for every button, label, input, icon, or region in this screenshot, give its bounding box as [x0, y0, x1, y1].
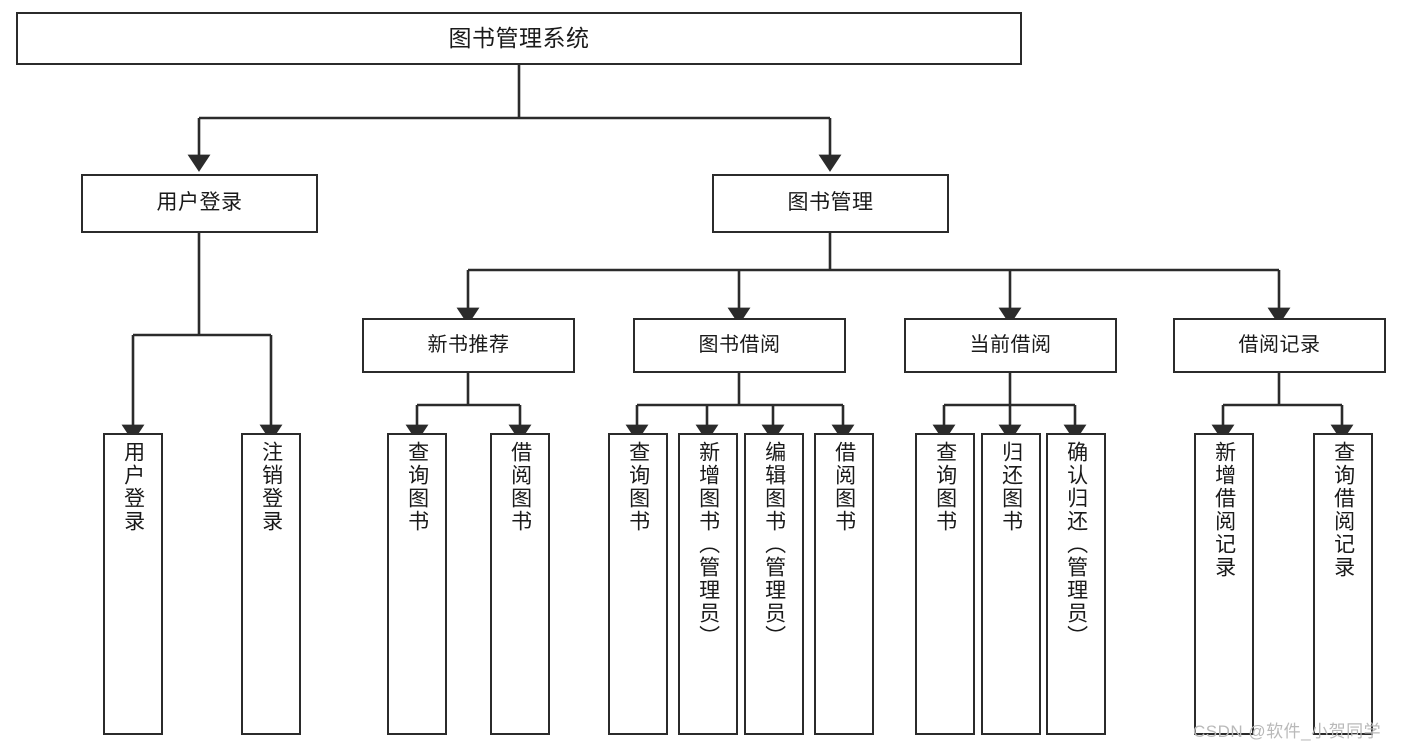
leaf-borrow-add-book-admin[interactable]: 新增图书（管理员）	[678, 433, 738, 735]
node-label: 用户登录	[156, 191, 243, 215]
node-label: 确认归还（管理员）	[1064, 441, 1088, 648]
node-label: 查询借阅记录	[1331, 441, 1355, 579]
leaf-recommend-borrow-book[interactable]: 借阅图书	[490, 433, 550, 735]
node-label: 借阅记录	[1238, 333, 1321, 356]
leaf-current-confirm-return-admin[interactable]: 确认归还（管理员）	[1046, 433, 1106, 735]
node-label: 图书借阅	[698, 333, 781, 356]
node-label: 图书管理系统	[448, 24, 590, 51]
node-label: 新书推荐	[427, 333, 510, 356]
node-book-borrow[interactable]: 图书借阅	[633, 318, 846, 373]
node-label: 用户登录	[121, 441, 145, 533]
node-current-borrow[interactable]: 当前借阅	[904, 318, 1117, 373]
leaf-borrow-query-book[interactable]: 查询图书	[608, 433, 668, 735]
node-borrow-record[interactable]: 借阅记录	[1173, 318, 1386, 373]
node-label: 图书管理	[787, 191, 874, 215]
node-user-login[interactable]: 用户登录	[81, 174, 318, 233]
node-book-management[interactable]: 图书管理	[712, 174, 949, 233]
node-label: 查询图书	[626, 441, 650, 533]
node-label: 编辑图书（管理员）	[762, 441, 786, 648]
leaf-current-return-book[interactable]: 归还图书	[981, 433, 1041, 735]
node-label: 借阅图书	[832, 441, 856, 533]
node-label: 当前借阅	[969, 333, 1052, 356]
leaf-borrow-borrow-book[interactable]: 借阅图书	[814, 433, 874, 735]
node-root-system[interactable]: 图书管理系统	[16, 12, 1022, 65]
node-label: 新增借阅记录	[1212, 441, 1236, 579]
node-new-book-recommend[interactable]: 新书推荐	[362, 318, 575, 373]
leaf-borrow-edit-book-admin[interactable]: 编辑图书（管理员）	[744, 433, 804, 735]
leaf-record-add-record[interactable]: 新增借阅记录	[1194, 433, 1254, 735]
leaf-user-login-signin[interactable]: 用户登录	[103, 433, 163, 735]
leaf-record-query-record[interactable]: 查询借阅记录	[1313, 433, 1373, 735]
leaf-recommend-query-book[interactable]: 查询图书	[387, 433, 447, 735]
node-label: 新增图书（管理员）	[696, 441, 720, 648]
leaf-current-query-book[interactable]: 查询图书	[915, 433, 975, 735]
csdn-watermark: CSDN @软件_小贺同学	[1193, 722, 1382, 741]
node-label: 注销登录	[259, 441, 283, 533]
node-label: 查询图书	[933, 441, 957, 533]
node-label: 查询图书	[405, 441, 429, 533]
leaf-user-login-signout[interactable]: 注销登录	[241, 433, 301, 735]
node-label: 借阅图书	[508, 441, 532, 533]
node-label: 归还图书	[999, 441, 1023, 533]
